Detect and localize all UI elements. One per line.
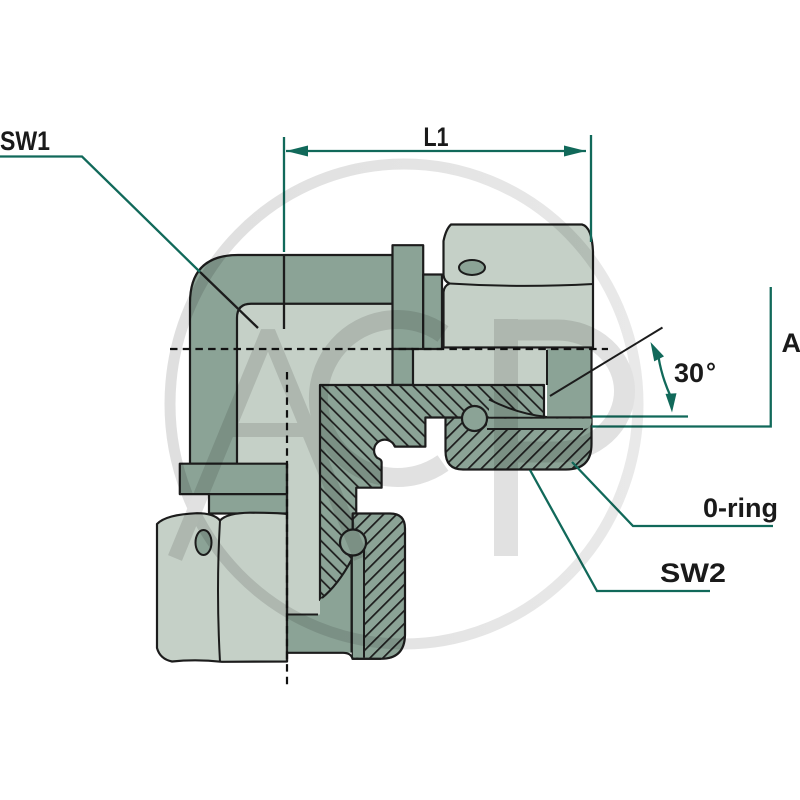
svg-text:SW2: SW2	[660, 558, 726, 588]
svg-text:30°: 30°	[674, 358, 716, 388]
svg-text:L1: L1	[424, 122, 449, 152]
svg-text:0-ring: 0-ring	[703, 493, 778, 523]
svg-text:SW1: SW1	[0, 126, 50, 156]
svg-text:A: A	[782, 328, 800, 358]
